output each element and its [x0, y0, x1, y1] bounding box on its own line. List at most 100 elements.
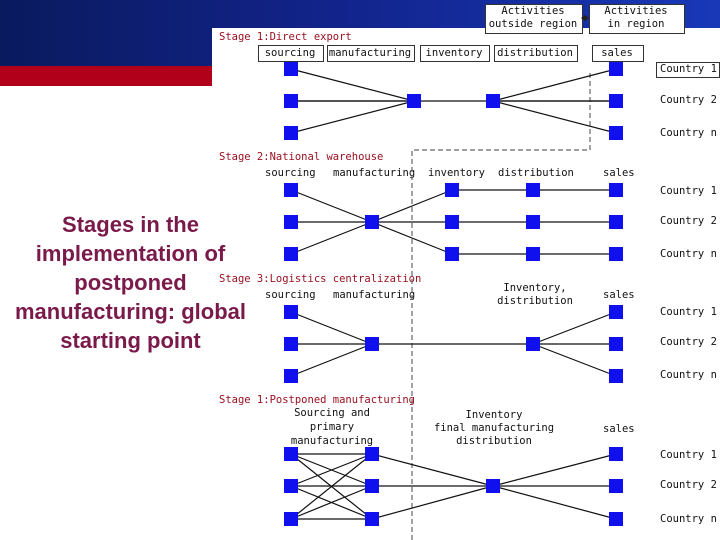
stage2-distribution-node — [526, 215, 540, 229]
stage3-sales-node — [609, 337, 623, 351]
stage4-label: Stage 1:Postponed manufacturing — [219, 394, 415, 406]
stage4-final-mfg-node — [486, 479, 500, 493]
stage3-col-distribution: distribution — [497, 295, 573, 307]
stage4-primary-mfg-node — [365, 447, 379, 461]
stage3-col-manufacturing: manufacturing — [333, 289, 416, 301]
stage1-col-manufacturing: manufacturing — [328, 47, 412, 59]
outside-region-line1: Activities — [501, 5, 565, 17]
stage3-distribution-node — [526, 337, 540, 351]
region-arrow-left — [581, 15, 585, 21]
stage4-source-node — [284, 512, 298, 526]
stage1-source-node — [284, 62, 298, 76]
stage1-col-distribution: distribution — [497, 47, 573, 59]
stage1-edge — [290, 68, 415, 102]
stage2-country-n: Country n — [660, 248, 717, 260]
stage4-sales-node — [609, 479, 623, 493]
stage2-col-distribution: distribution — [498, 167, 574, 179]
stage2-manufacturing-node — [365, 215, 379, 229]
outside-region-box — [485, 4, 583, 34]
stage1-sales-node — [609, 62, 623, 76]
stage1-distribution-box — [494, 45, 578, 62]
stage2-source-node — [284, 183, 298, 197]
stage3-sales-node — [609, 369, 623, 383]
stage4-source-node — [284, 447, 298, 461]
stage3-col-sourcing: sourcing — [265, 289, 316, 301]
in-region-line2: in region — [607, 18, 665, 30]
region-arrow-right — [585, 15, 589, 21]
stage2-edge — [371, 189, 453, 223]
stage3-edge — [532, 343, 617, 377]
stage4-country-2: Country 2 — [660, 479, 717, 491]
stage4-edge — [290, 453, 373, 520]
stage2-inventory-node — [445, 183, 459, 197]
stage2-country-1: Country 1 — [660, 185, 717, 197]
stage4-col-sourcing-2: primary — [309, 421, 355, 433]
stage1-sales-node — [609, 126, 623, 140]
stage3-edge — [290, 343, 373, 377]
stage1-sales-box — [592, 45, 644, 62]
stage4-sales-node — [609, 512, 623, 526]
stage4-col-inventory: Inventory — [465, 409, 523, 421]
stage2-inventory-node — [445, 215, 459, 229]
stage3-source-node — [284, 305, 298, 319]
stage1-sourcing-box — [258, 45, 324, 62]
stage3-col-inventory: Inventory, — [503, 282, 567, 294]
stage3-edge — [290, 311, 373, 345]
stage1-inventory-node — [407, 94, 421, 108]
stage1-inventory-box — [420, 45, 490, 62]
stage2-sales-node — [609, 247, 623, 261]
in-region-box — [589, 4, 685, 34]
stage4-source-node — [284, 479, 298, 493]
stage1-edge — [492, 68, 617, 102]
stage4-col-sourcing-1: Sourcing and — [294, 407, 370, 419]
stage1-col-sourcing: sourcing — [264, 47, 316, 59]
slide-title: Stages in the implementation of postpone… — [15, 212, 246, 353]
stage1-edge — [290, 100, 415, 134]
stage2-edge — [290, 221, 373, 255]
stage3-col-sales: sales — [603, 289, 635, 301]
stage2-country-2: Country 2 — [660, 215, 717, 227]
stage1-source-node — [284, 94, 298, 108]
stage4-edge — [290, 485, 373, 520]
stage4-primary-mfg-node — [365, 512, 379, 526]
stage4-edge — [492, 453, 617, 487]
stage4-col-sales: sales — [603, 423, 635, 435]
stage3-sales-node — [609, 305, 623, 319]
stage2-distribution-node — [526, 247, 540, 261]
region-boundary — [411, 70, 591, 540]
stage4-edge — [290, 453, 373, 487]
stage4-country-1: Country 1 — [660, 449, 717, 461]
stage1-distribution-node — [486, 94, 500, 108]
stage2-sales-node — [609, 183, 623, 197]
stage4-col-final-mfg: final manufacturing — [433, 422, 555, 434]
stage3-source-node — [284, 337, 298, 351]
stage1-country-1: Country 1 — [660, 63, 717, 75]
stage3-source-node — [284, 369, 298, 383]
stage4-sales-node — [609, 447, 623, 461]
stage2-source-node — [284, 215, 298, 229]
stage3-country-n: Country n — [660, 369, 717, 381]
stage2-sales-node — [609, 215, 623, 229]
stage1-edge — [492, 100, 617, 134]
stage1-label: Stage 1:Direct export — [219, 31, 352, 43]
stage4-primary-mfg-node — [365, 479, 379, 493]
stage1-country-n: Country n — [660, 127, 717, 139]
stage3-country-1: Country 1 — [660, 306, 717, 318]
stage2-distribution-node — [526, 183, 540, 197]
stage2-label: Stage 2:National warehouse — [219, 151, 384, 163]
stage2-edge — [290, 189, 373, 223]
stage1-source-node — [284, 126, 298, 140]
stage1-manufacturing-box — [327, 45, 415, 62]
stage2-col-sales: sales — [603, 167, 635, 179]
in-region-line1: Activities — [604, 5, 668, 17]
stage3-label: Stage 3:Logistics centralization — [219, 273, 422, 285]
stage2-edge — [371, 221, 453, 255]
stage4-edge — [371, 485, 494, 520]
stage2-source-node — [284, 247, 298, 261]
stage4-col-sourcing-3: manufacturing — [290, 435, 374, 447]
stage3-country-2: Country 2 — [660, 336, 717, 348]
stage2-col-sourcing: sourcing — [265, 167, 316, 179]
stage4-country-n: Country n — [660, 513, 717, 525]
stage4-col-distribution: distribution — [456, 435, 532, 447]
